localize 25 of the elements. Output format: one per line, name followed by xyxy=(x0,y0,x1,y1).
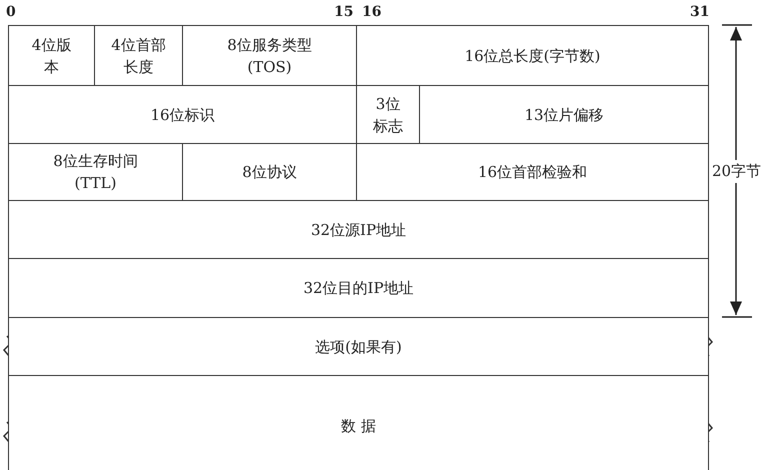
field-label: 选项(如果有) xyxy=(315,336,402,358)
header-field xyxy=(8,317,709,376)
field-label: 8位协议 xyxy=(242,162,297,183)
field-label: 16位标识 xyxy=(150,104,215,126)
dimension-label: 20字节 xyxy=(712,160,762,183)
field-label: 4位首部长度 xyxy=(110,34,167,78)
header-field xyxy=(8,258,709,318)
field-label: 8位生存时间(TTL) xyxy=(52,151,139,194)
field-label: 32位源IP地址 xyxy=(310,220,406,240)
field-label: 16位总长度(字节数) xyxy=(464,46,600,66)
bit-number: 15 xyxy=(334,4,354,20)
field-label: 16位首部检验和 xyxy=(478,162,588,183)
field-label: 32位目的IP地址 xyxy=(303,278,414,299)
field-label: 3位标志 xyxy=(372,94,404,136)
bit-number: 31 xyxy=(690,4,710,20)
field-label: 4位版本 xyxy=(32,34,72,78)
bit-number: 16 xyxy=(362,4,382,20)
field-label: 13位片偏移 xyxy=(524,104,604,126)
header-field xyxy=(8,25,95,86)
field-label: 8位服务类型(TOS) xyxy=(226,34,313,78)
field-label: 数 据 xyxy=(341,416,376,437)
header-field xyxy=(356,25,709,86)
bit-number: 0 xyxy=(6,4,16,20)
header-field xyxy=(8,200,709,259)
header-field xyxy=(8,375,709,470)
